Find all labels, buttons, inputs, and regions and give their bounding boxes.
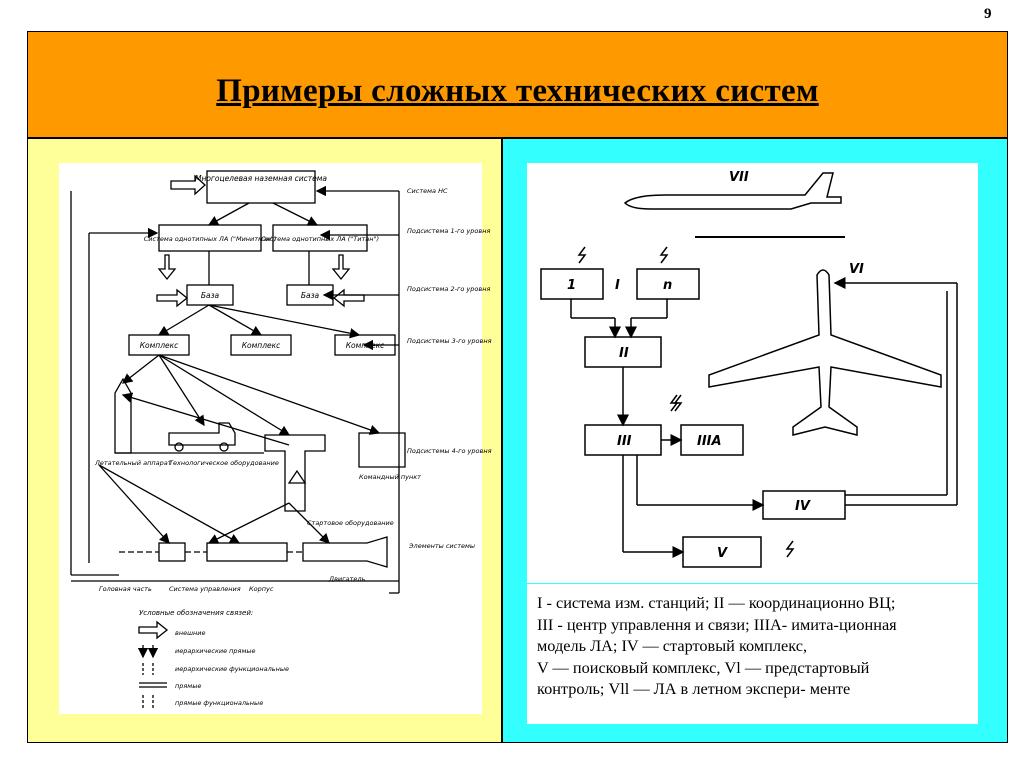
test-complex-diagram: VII VI 1 I n II III IIIA IV V — [527, 163, 978, 583]
label-control-system: Система управления — [169, 585, 241, 593]
legend-item-1: иерархические прямые — [175, 647, 255, 655]
head-block — [158, 542, 186, 562]
node-complex-2-label: Комплекс — [242, 341, 281, 350]
label-i: I — [615, 278, 620, 293]
slide-number: 9 — [984, 6, 992, 22]
test-complex-diagram-svg: VII VI 1 I n II III IIIA IV V — [540, 170, 958, 568]
label-vii: VII — [729, 170, 749, 185]
label-1: 1 — [567, 278, 576, 293]
label-vi: VI — [849, 262, 864, 277]
caption-line-3: V — поисковый комплекс, Vl — предстартов… — [537, 657, 870, 677]
hierarchy-diagram: Многоцелевая наземная система Система од… — [59, 163, 492, 714]
box-n — [636, 268, 700, 300]
title-bar: Примеры сложных технических систем — [27, 31, 1008, 138]
aircraft-vi-shape — [708, 269, 942, 436]
label-n: n — [663, 278, 672, 293]
level-label-0: Система НС — [407, 187, 448, 195]
legend-item-4: прямые функциональные — [175, 699, 263, 707]
node-complex-3 — [334, 334, 396, 356]
caption-line-4: контроль; Vll — ЛА в летном экспери- мен… — [537, 679, 851, 698]
aircraft-vii-shape — [623, 172, 842, 210]
label-ii: II — [619, 346, 629, 361]
node-complex-3-label: Комплекс — [346, 341, 385, 350]
label-v: V — [717, 546, 728, 561]
launch-pad-shape — [264, 434, 326, 512]
engine-shape — [302, 536, 388, 568]
slide-title: Примеры сложных технических систем — [216, 73, 819, 109]
label-aircraft: Летательный аппарат — [94, 459, 172, 467]
node-subsystem-right-label: Система однотипных ЛА ("Титан") — [261, 235, 379, 243]
label-command-post: Командный пункт — [359, 473, 421, 481]
label-iv: IV — [795, 499, 811, 514]
level-label-1: Подсистема 1-го уровня — [407, 227, 490, 235]
node-base-left-label: База — [201, 291, 220, 300]
node-complex-1-label: Комплекс — [140, 341, 179, 350]
command-post-shape — [358, 432, 406, 468]
label-iii: III — [617, 434, 632, 449]
box-1 — [540, 268, 604, 300]
label-head: Головная часть — [99, 585, 152, 593]
level-label-4: Подсистемы 4-го уровня — [407, 447, 492, 455]
control-block — [206, 542, 288, 562]
label-tech-equipment: Технологическое оборудование — [169, 459, 279, 467]
rocket-shape — [114, 377, 132, 454]
node-subsystem-right — [272, 224, 368, 252]
node-top-label: Многоцелевая наземная система — [195, 174, 327, 183]
legend-item-3: прямые — [175, 682, 201, 690]
label-iiia: IIIA — [697, 434, 722, 449]
legend-item-0: внешние — [175, 629, 206, 637]
caption-line-2: модель ЛА; IV — стартовый комплекс, — [537, 636, 808, 655]
label-hull: Корпус — [249, 585, 274, 593]
label-engine: Двигатель — [328, 575, 365, 583]
legend-title: Условные обозначения связей: — [139, 609, 253, 617]
legend-item-2: иерархические функциональные — [175, 665, 289, 673]
node-top — [206, 170, 316, 204]
node-subsystem-left-label: Система однотипных ЛА ("Минитмэн") — [144, 235, 277, 243]
hierarchy-diagram-svg: Многоцелевая наземная система Система од… — [70, 170, 492, 709]
caption-line-1: III - центр управлення и связи; IIIA- им… — [537, 614, 897, 634]
node-base-right — [286, 284, 334, 306]
label-launch-equipment: Стартовое оборудование — [307, 519, 394, 527]
level-label-3: Подсистемы 3-го уровня — [407, 337, 492, 345]
node-base-right-label: База — [301, 291, 320, 300]
caption-box: I - система изм. станций; II — координац… — [527, 584, 978, 724]
caption-line-0: I - система изм. станций; II — координац… — [537, 593, 896, 612]
label-system-elements: Элементы системы — [408, 542, 475, 550]
level-label-2: Подсистема 2-го уровня — [407, 285, 490, 293]
